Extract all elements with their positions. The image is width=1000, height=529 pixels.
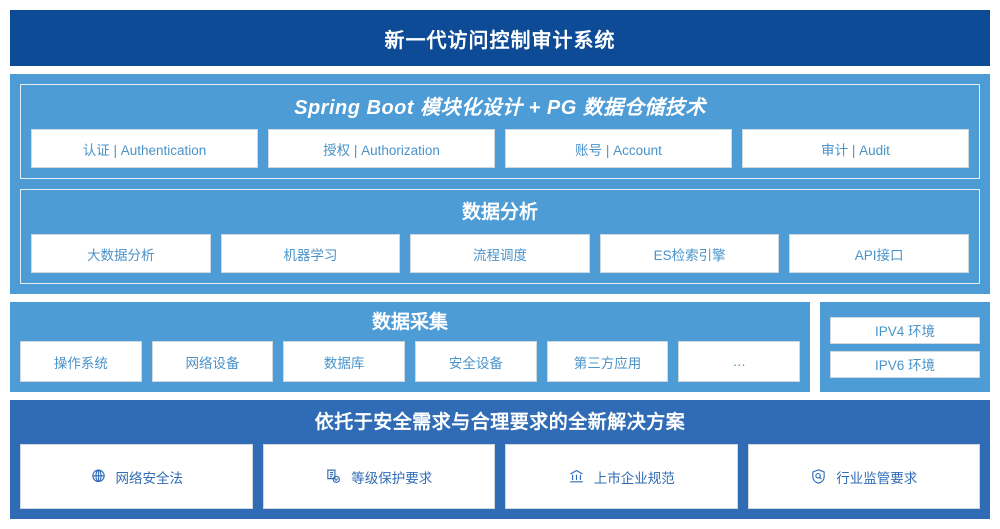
data-analysis-card-row: 大数据分析 机器学习 流程调度 ES检索引擎 API接口: [31, 234, 969, 273]
analysis-card-api-label: API接口: [854, 247, 904, 263]
environment-panel: IPV4 环境 IPV6 环境: [820, 302, 990, 392]
solution-panel: 依托于安全需求与合理要求的全新解决方案 网络安全法: [10, 400, 990, 519]
data-collection-panel: 数据采集 操作系统 网络设备 数据库 安全设备 第三方应用 …: [10, 302, 810, 392]
solution-card-industry-regulation[interactable]: 行业监管要求: [747, 444, 980, 509]
core-card-authentication[interactable]: 认证 | Authentication: [31, 129, 258, 168]
analysis-card-big-data[interactable]: 大数据分析: [31, 234, 211, 273]
solution-card-industry-regulation-label: 行业监管要求: [836, 470, 918, 486]
solution-title: 依托于安全需求与合理要求的全新解决方案: [314, 412, 686, 433]
analysis-card-es-search-label: ES检索引擎: [653, 247, 726, 263]
data-analysis-title: 数据分析: [461, 202, 538, 223]
core-card-audit-label: 审计 | Audit: [821, 142, 890, 158]
core-card-authorization[interactable]: 授权 | Authorization: [268, 129, 495, 168]
core-card-authentication-label: 认证 | Authentication: [82, 142, 207, 158]
environment-card-ipv4-label: IPV4 环境: [874, 324, 936, 339]
solution-card-row: 网络安全法 等级保护要求: [20, 444, 980, 509]
platform-panel: Spring Boot 模块化设计 + PG 数据仓储技术 认证 | Authe…: [10, 74, 990, 294]
core-card-authorization-label: 授权 | Authorization: [323, 142, 440, 158]
collection-card-database[interactable]: 数据库: [283, 341, 406, 382]
core-platform-group: Spring Boot 模块化设计 + PG 数据仓储技术 认证 | Authe…: [20, 84, 980, 179]
data-collection-title: 数据采集: [371, 312, 448, 333]
core-card-account[interactable]: 账号 | Account: [505, 129, 732, 168]
collection-card-third-party-app-label: 第三方应用: [573, 355, 642, 371]
collection-card-network-device-label: 网络设备: [185, 355, 240, 371]
analysis-card-big-data-label: 大数据分析: [87, 247, 155, 263]
solution-card-classified-protection-label: 等级保护要求: [351, 470, 433, 486]
collection-card-more[interactable]: …: [678, 341, 801, 382]
solution-card-cybersecurity-law[interactable]: 网络安全法: [20, 444, 253, 509]
analysis-card-workflow-scheduling-label: 流程调度: [472, 247, 527, 263]
globe-icon: [90, 468, 107, 485]
solution-card-listed-company[interactable]: 上市企业规范: [505, 444, 738, 509]
bank-icon: [568, 468, 585, 485]
analysis-card-machine-learning[interactable]: 机器学习: [220, 234, 401, 273]
environment-card-ipv6[interactable]: IPV6 环境: [830, 350, 980, 378]
analysis-card-api[interactable]: API接口: [789, 234, 969, 273]
page-header: 新一代访问控制审计系统: [10, 10, 990, 66]
core-platform-title: Spring Boot 模块化设计 + PG 数据仓储技术: [294, 97, 706, 119]
analysis-card-es-search[interactable]: ES检索引擎: [599, 234, 780, 273]
data-collection-card-row: 操作系统 网络设备 数据库 安全设备 第三方应用 …: [20, 341, 801, 382]
collection-card-more-label: …: [732, 354, 746, 369]
collection-card-database-label: 数据库: [323, 355, 365, 371]
environment-card-ipv4[interactable]: IPV4 环境: [830, 316, 980, 344]
analysis-card-machine-learning-label: 机器学习: [283, 247, 338, 263]
core-card-account-label: 账号 | Account: [575, 142, 662, 158]
environment-card-ipv6-label: IPV6 环境: [874, 358, 936, 373]
analysis-card-workflow-scheduling[interactable]: 流程调度: [410, 234, 590, 273]
shield-search-icon: [810, 468, 827, 485]
core-platform-card-row: 认证 | Authentication 授权 | Authorization 账…: [31, 129, 969, 168]
collection-card-third-party-app[interactable]: 第三方应用: [546, 341, 669, 382]
collection-card-operating-system-label: 操作系统: [53, 355, 108, 371]
solution-card-cybersecurity-law-label: 网络安全法: [115, 470, 184, 486]
core-card-audit[interactable]: 审计 | Audit: [742, 129, 969, 168]
solution-card-classified-protection[interactable]: 等级保护要求: [262, 444, 495, 509]
collection-card-security-device-label: 安全设备: [448, 355, 503, 371]
data-analysis-group: 数据分析 大数据分析 机器学习 流程调度 ES检索引擎 API接口: [20, 189, 980, 284]
document-check-icon: [325, 468, 342, 485]
collection-card-operating-system[interactable]: 操作系统: [20, 341, 142, 382]
solution-card-listed-company-label: 上市企业规范: [593, 470, 675, 486]
page-title: 新一代访问控制审计系统: [384, 29, 616, 52]
collection-card-network-device[interactable]: 网络设备: [151, 341, 274, 382]
collection-row: 数据采集 操作系统 网络设备 数据库 安全设备 第三方应用 …: [10, 302, 990, 392]
collection-card-security-device[interactable]: 安全设备: [415, 341, 537, 382]
